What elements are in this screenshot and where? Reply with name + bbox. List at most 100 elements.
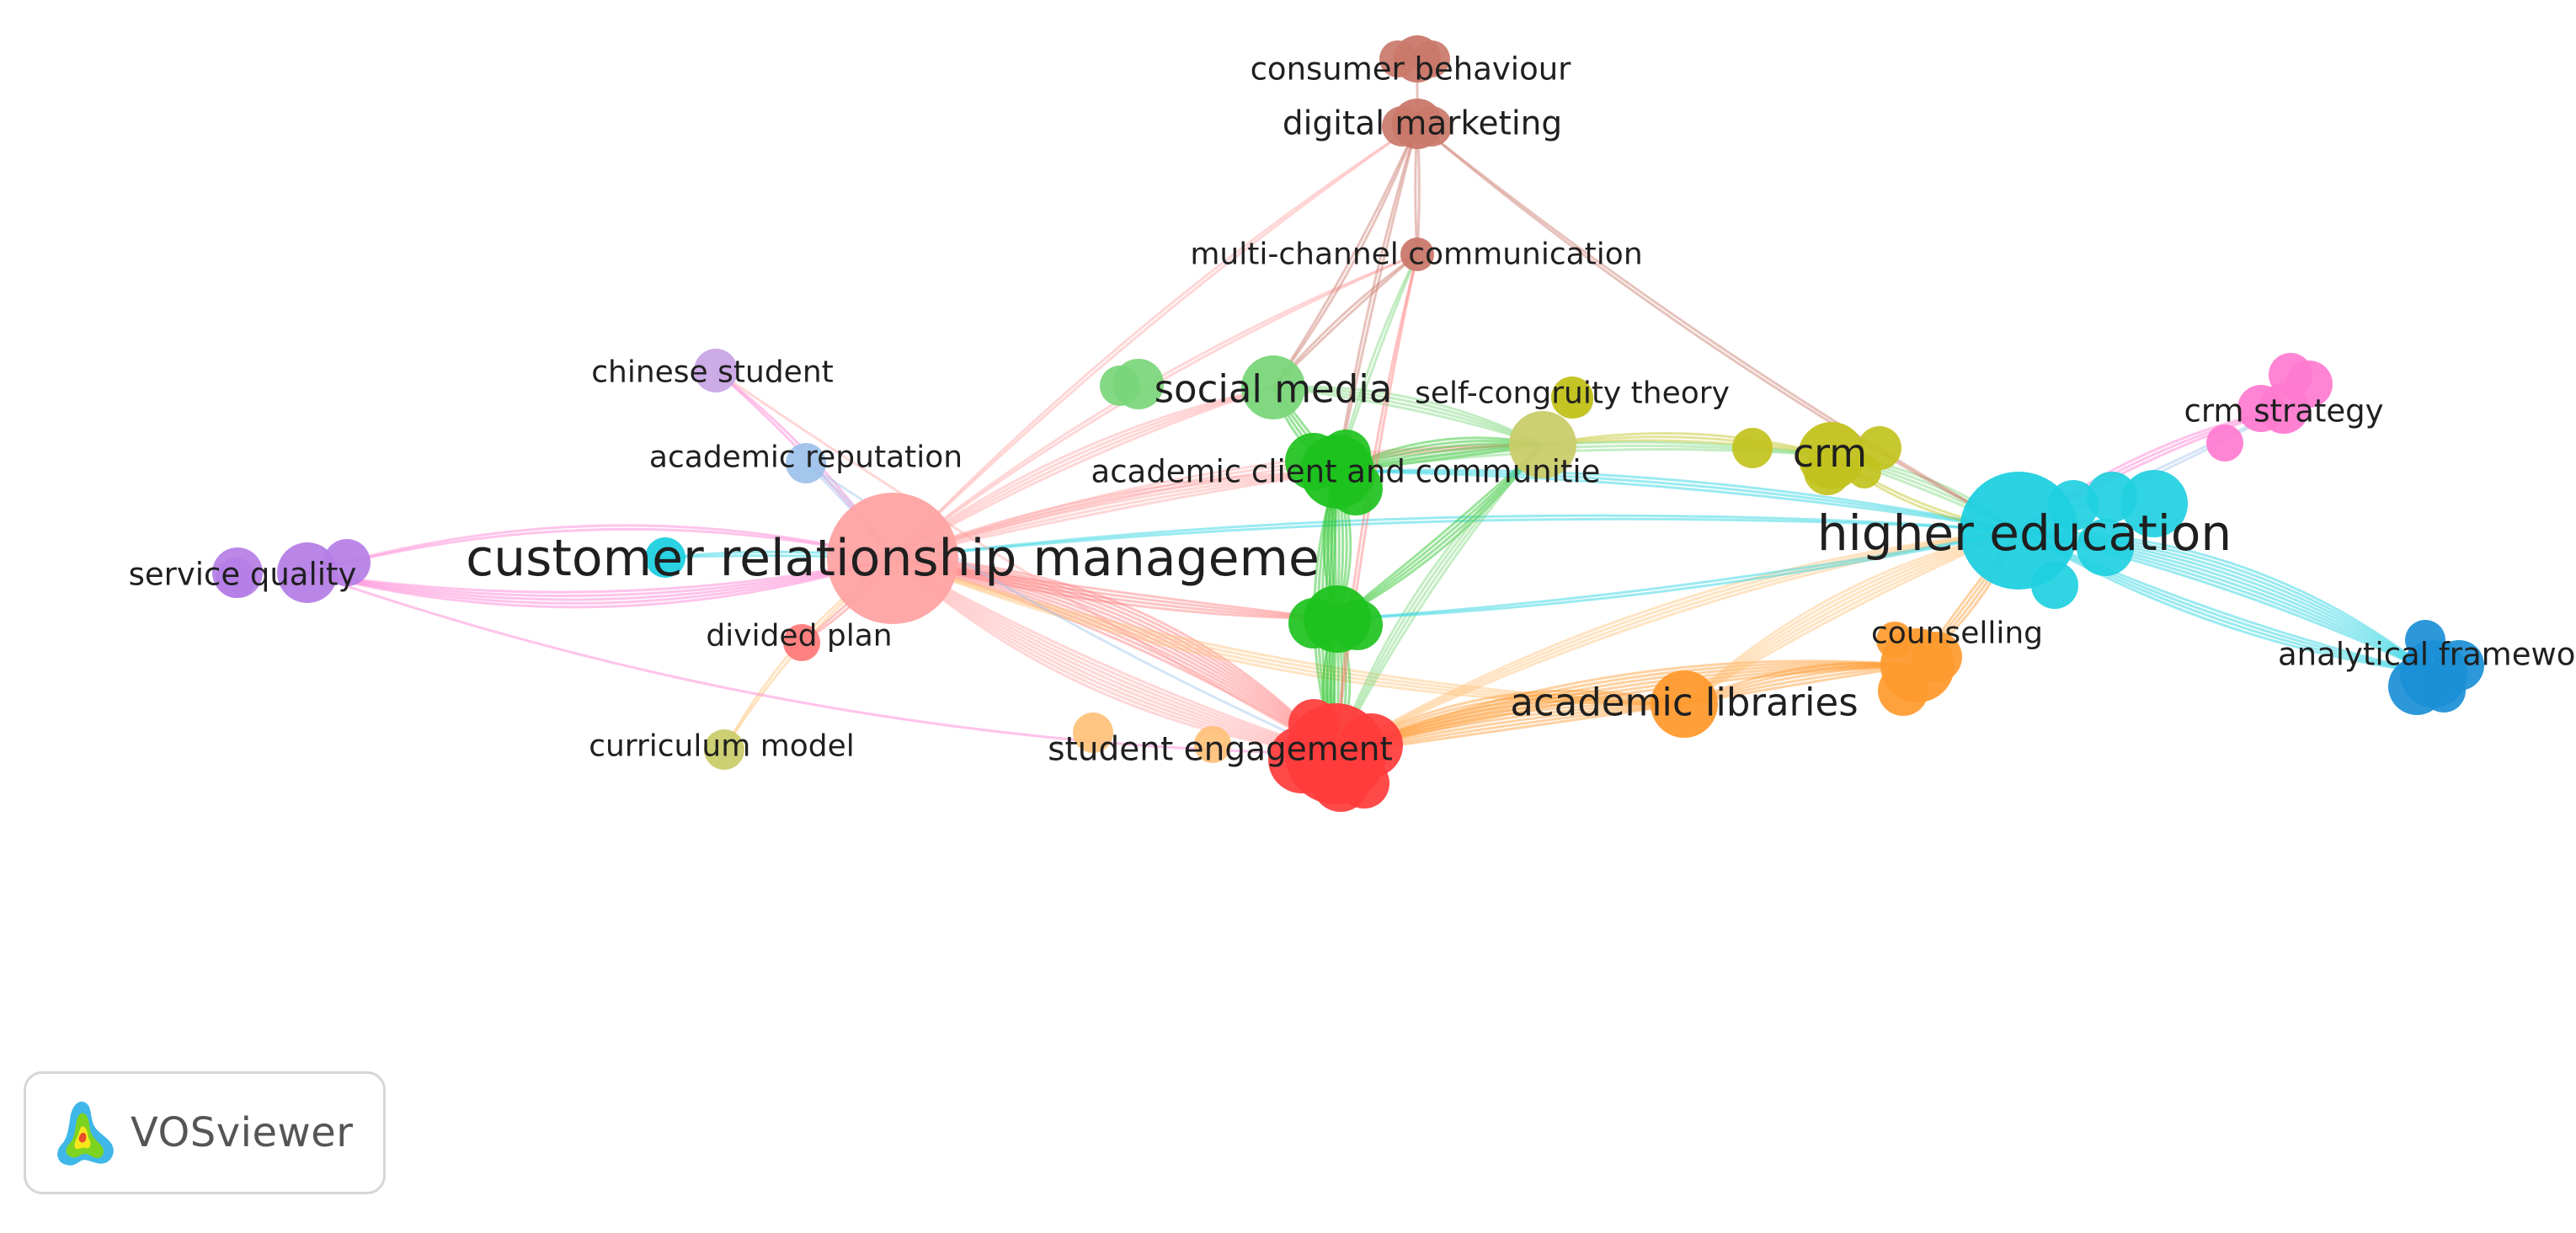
cluster-bubble-magenta	[2206, 424, 2243, 462]
link-crm_main-academic_libraries	[892, 557, 1685, 706]
label-student-engagement: student engagement	[1048, 731, 1393, 769]
link-yellow_hub-student_engagement	[1334, 443, 1544, 755]
node-multi-channel[interactable]	[1400, 238, 1434, 271]
label-crm-strategy: crm strategy	[2184, 393, 2383, 430]
link-crm_main-service_quality	[307, 557, 893, 594]
link-yellow_hub-student_engagement	[1334, 443, 1544, 755]
node-crm-main[interactable]	[827, 493, 958, 624]
node-crm-strategy[interactable]	[2259, 383, 2309, 434]
link-academic_client-higher_education	[1336, 470, 2019, 532]
node-consumer-behaviour[interactable]	[1394, 35, 1441, 83]
link-crm_main-student_engagement	[892, 557, 1336, 755]
node-academic-reputation[interactable]	[786, 443, 826, 483]
link-crm_main-student_engagement	[892, 557, 1336, 755]
label-academic-libraries: academic libraries	[1510, 681, 1858, 725]
node-cyan-small[interactable]	[645, 537, 685, 578]
link-crm_main-academic_libraries	[892, 557, 1685, 706]
link-green_hub-yellow_hub	[1336, 443, 1544, 621]
link-student_engagement-counselling	[1335, 664, 1918, 755]
link-yellow_hub-student_engagement	[1334, 443, 1544, 755]
link-crm_main-student_engagement	[892, 557, 1336, 755]
cluster-bubble-cyan	[2087, 472, 2137, 522]
link-student_engagement-counselling	[1335, 663, 1918, 755]
link-social_media-yellow_hub	[1272, 385, 1544, 446]
link-higher_education-analytical_framework	[2018, 529, 2435, 675]
link-crm_main-student_engagement	[892, 557, 1336, 755]
label-analytical-framework: analytical framework	[2278, 637, 2576, 673]
label-digital-marketing: digital marketing	[1283, 105, 1562, 143]
vosviewer-logo-icon	[57, 1101, 114, 1166]
link-higher_education-analytical_framework	[2018, 529, 2435, 675]
node-higher-education[interactable]	[1960, 472, 2077, 590]
cluster-bubble-light_orange	[1073, 713, 1113, 753]
link-student_engagement-counselling	[1335, 664, 1918, 755]
node-academic-libraries[interactable]	[1651, 670, 1718, 738]
link-crm_main-service_quality	[307, 557, 893, 597]
label-service-quality: service quality	[129, 557, 357, 593]
link-student_engagement-counselling	[1335, 659, 1918, 755]
node-service-quality[interactable]	[277, 542, 338, 603]
link-higher_education-green_hub	[1336, 529, 2019, 621]
link-crm_main-student_engagement	[892, 557, 1336, 755]
node-counselling[interactable]	[1880, 628, 1955, 702]
node-self-congruity[interactable]	[1551, 376, 1593, 419]
link-social_media-yellow_hub	[1272, 386, 1544, 446]
link-chinese_student-student_engagement	[715, 369, 1336, 755]
label-crm-main: customer relationship manageme	[466, 529, 1320, 588]
link-crm_main-student_engagement	[892, 557, 1337, 755]
link-yellow_hub-crm	[1542, 431, 1832, 457]
node-green-hub[interactable]	[1304, 585, 1371, 653]
link-crm_main-digital_marketing	[891, 122, 1418, 560]
cluster-bubble-cyan	[2077, 519, 2134, 576]
link-crm_main-student_engagement	[892, 557, 1337, 755]
node-social-media[interactable]	[1241, 355, 1305, 419]
label-higher-education: higher education	[1817, 504, 2232, 562]
link-student_engagement-counselling	[1335, 661, 1918, 755]
node-student-engagement[interactable]	[1285, 703, 1386, 804]
link-student_engagement-counselling	[1335, 664, 1918, 755]
link-digital_marketing-higher_education	[1416, 122, 2019, 532]
node-divided-plan[interactable]	[783, 624, 820, 661]
link-social_media-yellow_hub	[1272, 386, 1544, 446]
link-crm_main-student_engagement	[892, 557, 1336, 755]
link-digital_marketing-higher_education	[1416, 122, 2019, 532]
node-digital-marketing[interactable]	[1392, 99, 1443, 149]
node-chinese-student[interactable]	[694, 349, 738, 392]
cluster-bubble-cyan	[2120, 470, 2188, 537]
link-green_hub-yellow_hub	[1336, 444, 1544, 621]
vosviewer-logo-text: VOSviewer	[131, 1109, 354, 1156]
link-crm_main-student_engagement	[892, 557, 1336, 755]
link-crm_main-service_quality	[307, 524, 893, 574]
node-crm[interactable]	[1798, 422, 1865, 489]
link-service_quality-student_engagement	[307, 571, 1336, 755]
node-yellow-hub[interactable]	[1509, 411, 1576, 478]
link-crm_main-service_quality	[307, 557, 893, 605]
cluster-bubble-yellow	[1732, 428, 1773, 468]
link-student_engagement-higher_education	[1335, 529, 2019, 755]
link-student_engagement-higher_education	[1335, 529, 2019, 755]
label-chinese-student: chinese student	[591, 355, 834, 390]
link-crm_main-yellow_hub	[892, 443, 1544, 560]
link-crm_main-academic_libraries	[892, 557, 1685, 706]
link-crm_main-digital_marketing	[891, 122, 1418, 560]
label-academic-client: academic client and communitie	[1091, 454, 1601, 490]
node-analytical-framework[interactable]	[2400, 640, 2467, 707]
link-crm_main-service_quality	[307, 557, 893, 609]
link-crm_main-service_quality	[307, 557, 893, 601]
link-crm_main-student_engagement	[892, 557, 1336, 755]
link-higher_education-analytical_framework	[2018, 529, 2435, 675]
link-student_engagement-higher_education	[1335, 529, 2019, 755]
link-crm_main-yellow_hub	[892, 443, 1544, 560]
node-curriculum-model[interactable]	[704, 729, 744, 770]
link-digital_marketing-social_media	[1272, 123, 1419, 388]
link-crm_main-student_engagement	[892, 557, 1336, 755]
label-academic-reputation: academic reputation	[649, 440, 963, 475]
label-social-media: social media	[1155, 367, 1393, 412]
link-academic_client-higher_education	[1336, 468, 2019, 532]
cluster-bubble-light_orange	[1194, 726, 1231, 763]
node-academic-client[interactable]	[1300, 435, 1374, 509]
link-green_hub-yellow_hub	[1336, 444, 1544, 621]
label-consumer-behaviour: consumer behaviour	[1251, 51, 1572, 88]
link-green_hub-yellow_hub	[1336, 443, 1544, 621]
